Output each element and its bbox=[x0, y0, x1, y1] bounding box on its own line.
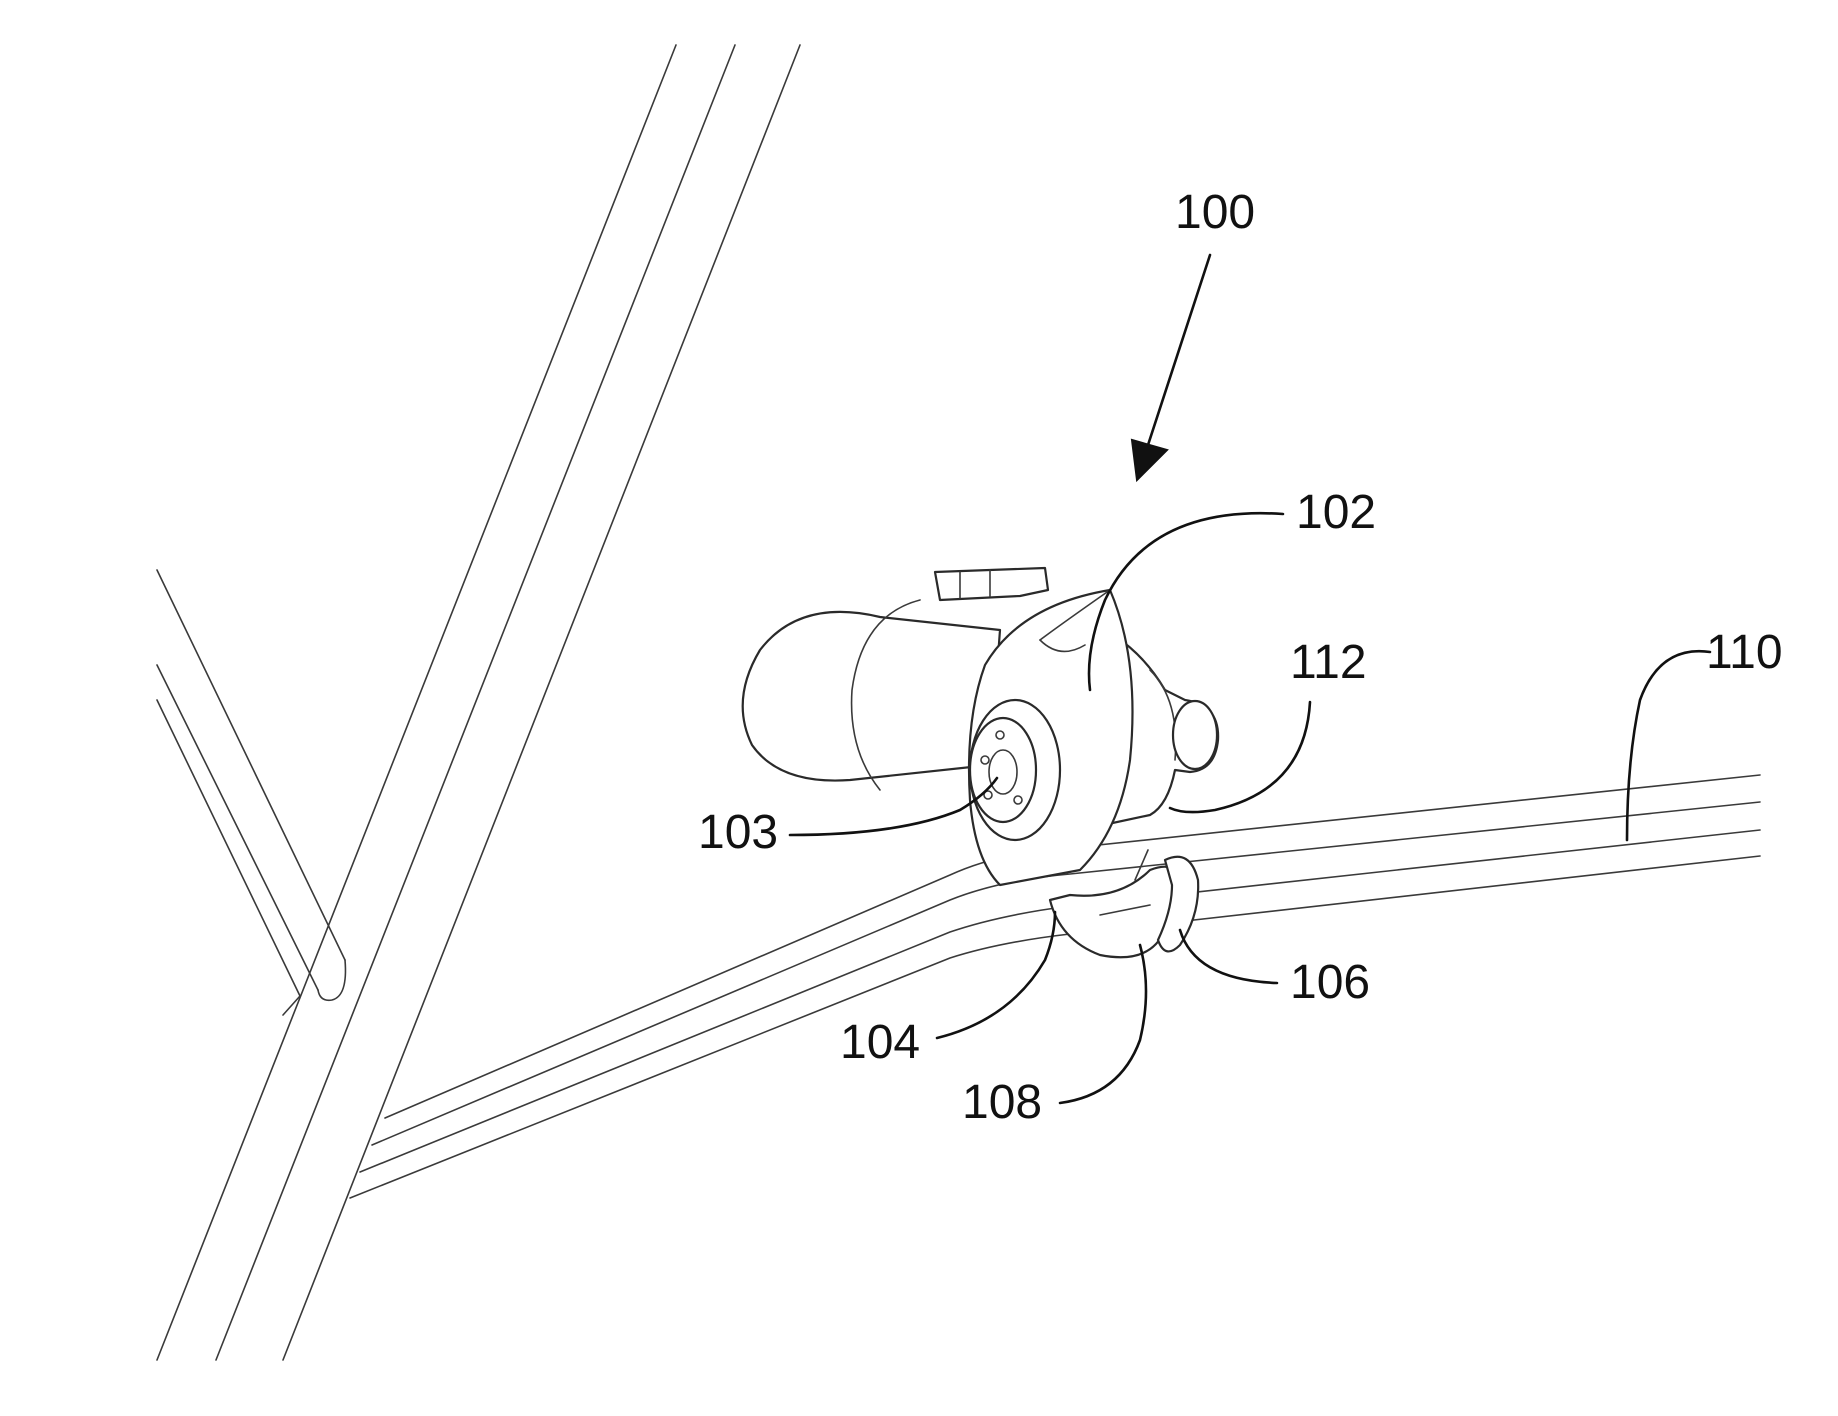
top-clip bbox=[935, 568, 1048, 600]
label-106: 106 bbox=[1290, 956, 1370, 1009]
leader-108 bbox=[1060, 945, 1146, 1103]
label-108: 108 bbox=[962, 1076, 1042, 1129]
label-104: 104 bbox=[840, 1016, 920, 1069]
label-103: 103 bbox=[698, 806, 778, 859]
label-110: 110 bbox=[1706, 626, 1783, 679]
arrow-100 bbox=[1132, 255, 1210, 480]
label-112: 112 bbox=[1290, 636, 1367, 689]
label-102: 102 bbox=[1296, 486, 1376, 539]
rear-housing bbox=[743, 612, 1000, 781]
connector-103 bbox=[970, 700, 1060, 840]
pole bbox=[157, 45, 800, 1360]
leader-106 bbox=[1180, 930, 1277, 983]
leader-lines bbox=[790, 513, 1710, 1103]
device-100 bbox=[743, 568, 1218, 957]
leader-103 bbox=[790, 778, 997, 835]
label-100: 100 bbox=[1175, 186, 1255, 239]
side-branch bbox=[157, 570, 345, 1015]
knob bbox=[1173, 701, 1217, 769]
